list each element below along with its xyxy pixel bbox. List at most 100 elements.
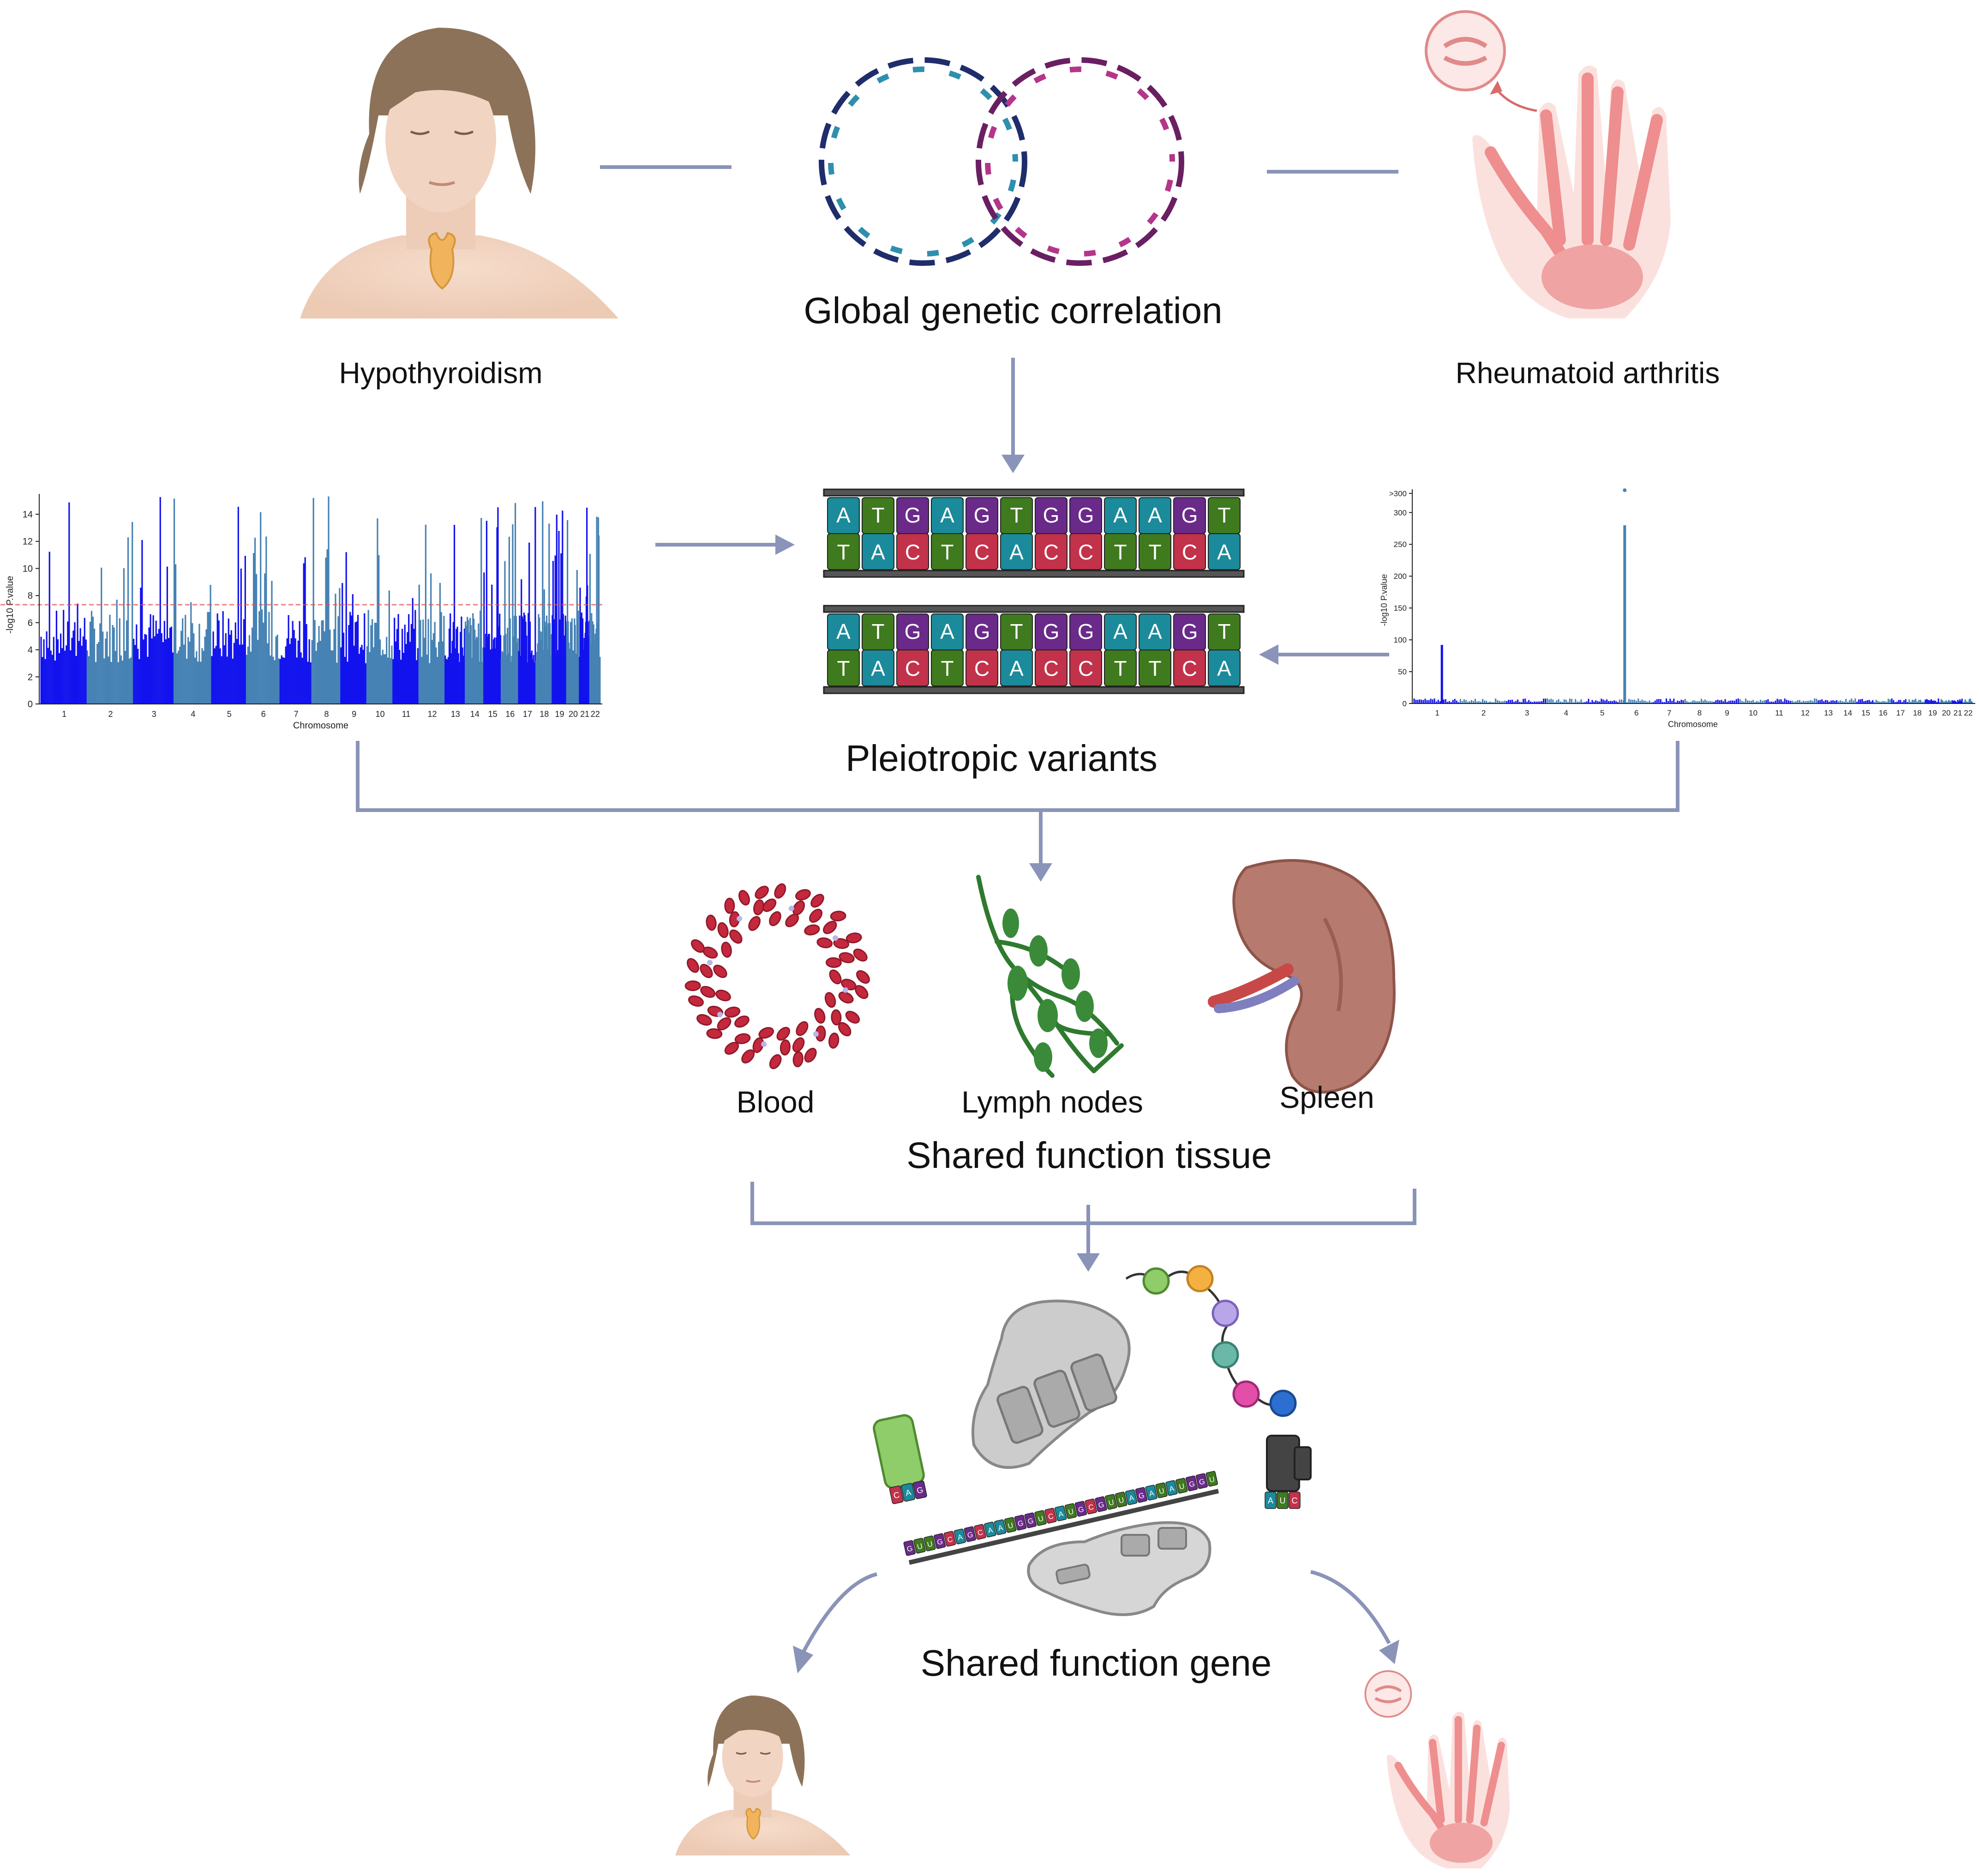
svg-text:A: A <box>997 1524 1004 1533</box>
red-blood-cell <box>688 995 704 1007</box>
svg-text:G: G <box>966 1531 974 1539</box>
red-blood-cell <box>822 920 837 934</box>
dna-base-top-letter: G <box>1181 619 1198 643</box>
xtick-label: 20 <box>1942 709 1951 717</box>
manhattan-right-bars <box>1413 488 1973 704</box>
dna-base-top-letter: T <box>1010 503 1023 527</box>
label-global-genetic-correlation: Global genetic correlation <box>804 290 1222 331</box>
ytick-label: 14 <box>23 510 33 520</box>
anticodon-base <box>889 1485 904 1504</box>
red-blood-cell <box>717 1017 732 1031</box>
dna-base-bottom-letter: T <box>837 656 850 680</box>
dna-base-top-letter: G <box>1043 503 1060 527</box>
red-blood-cell <box>769 911 781 926</box>
manhattan-left-bars <box>40 496 601 704</box>
red-blood-cell <box>846 932 862 944</box>
anticodon-base <box>1265 1491 1277 1509</box>
red-blood-cell <box>729 929 743 944</box>
dna-base-bottom <box>862 533 894 570</box>
lymph-node-blobs <box>1002 908 1108 1072</box>
svg-text:G: G <box>1027 1517 1034 1526</box>
platelet <box>833 935 839 941</box>
svg-text:A: A <box>1148 1489 1155 1498</box>
red-blood-cell <box>828 1032 840 1049</box>
dna-base-top-letter: A <box>940 503 954 527</box>
ytick-label: 0 <box>28 699 33 710</box>
dna-base-bottom-letter: T <box>837 540 850 564</box>
red-blood-cell <box>741 1049 755 1064</box>
red-blood-cell <box>856 970 870 984</box>
red-blood-cell <box>713 964 727 978</box>
ytick-label: 50 <box>1398 667 1407 676</box>
red-blood-cell <box>810 894 824 908</box>
dna-base-top-letter: G <box>905 503 921 527</box>
red-blood-cell <box>696 1014 712 1026</box>
dna-base-bottom-letter: T <box>941 540 954 564</box>
xtick-label: 5 <box>227 710 232 719</box>
dna-base-bottom-letter: A <box>871 656 885 680</box>
xtick-label: 11 <box>1775 709 1783 717</box>
dna-base-bottom <box>931 533 964 570</box>
ytick-label: 250 <box>1394 540 1407 549</box>
dna-base-bottom-letter: A <box>1217 540 1231 564</box>
connector-manhattans-to-tissue <box>356 741 1679 812</box>
xtick-label: 5 <box>1600 709 1604 717</box>
dna-base-bottom-letter: C <box>974 656 990 680</box>
xtick-label: 10 <box>1749 709 1757 717</box>
red-blood-cell <box>686 958 700 973</box>
dna-base-bottom <box>931 649 964 686</box>
red-blood-cell <box>785 914 799 927</box>
label-shared-function-gene: Shared function gene <box>921 1642 1272 1684</box>
dna-base-top-letter: G <box>905 619 921 643</box>
red-blood-cell <box>816 937 833 949</box>
xtick-label: 2 <box>1481 709 1486 717</box>
xtick-label: 6 <box>1634 709 1638 717</box>
dna-base-bottom <box>1139 649 1171 686</box>
red-blood-cell <box>838 991 854 1004</box>
ytick-label: 300 <box>1394 508 1407 517</box>
mrna-base: A <box>1145 1485 1158 1501</box>
xtick-label: 14 <box>470 710 480 719</box>
dna-base-bottom <box>896 649 929 686</box>
dna-rings-icon <box>819 57 1184 266</box>
ytick-label: 150 <box>1394 604 1407 613</box>
xtick-label: 3 <box>1525 709 1529 717</box>
svg-text:G: G <box>1188 1480 1196 1489</box>
dna-base-bottom <box>862 649 894 686</box>
xtick-label: 8 <box>1697 709 1702 717</box>
mrna-base: U <box>1175 1478 1188 1494</box>
xtick-label: 16 <box>1879 709 1888 717</box>
xtick-label: 20 <box>569 710 578 719</box>
dna-base-top-letter: G <box>1181 503 1198 527</box>
dna-base-bottom <box>1173 649 1206 686</box>
red-blood-cell <box>838 1022 852 1037</box>
svg-text:U: U <box>1067 1508 1074 1516</box>
blood-cells-icon <box>684 883 870 1070</box>
dna-base-bottom-letter: T <box>1114 540 1127 564</box>
red-blood-cell <box>804 924 820 936</box>
xtick-label: 3 <box>152 710 156 719</box>
red-blood-cell <box>780 1039 791 1056</box>
protein-chain-icon <box>1125 1265 1297 1417</box>
dna-base-bottom <box>1208 649 1241 686</box>
manhattan-right-ylabel: -log10 P.value <box>1379 574 1389 626</box>
anticodon-base <box>912 1480 927 1499</box>
red-blood-cell <box>769 1054 782 1070</box>
svg-text:G: G <box>1017 1519 1025 1528</box>
svg-text:U: U <box>926 1540 933 1549</box>
red-blood-cell <box>717 922 729 938</box>
dna-base-bottom <box>827 649 860 686</box>
anticodon-letter: A <box>1268 1496 1273 1505</box>
xtick-label: 19 <box>555 710 564 719</box>
red-blood-cell <box>792 1037 805 1052</box>
dna-base-bottom-letter: C <box>1078 540 1093 564</box>
xtick-label: 6 <box>261 710 266 719</box>
red-blood-cell <box>831 1009 842 1026</box>
dna-base-bottom-letter: T <box>1148 656 1161 680</box>
